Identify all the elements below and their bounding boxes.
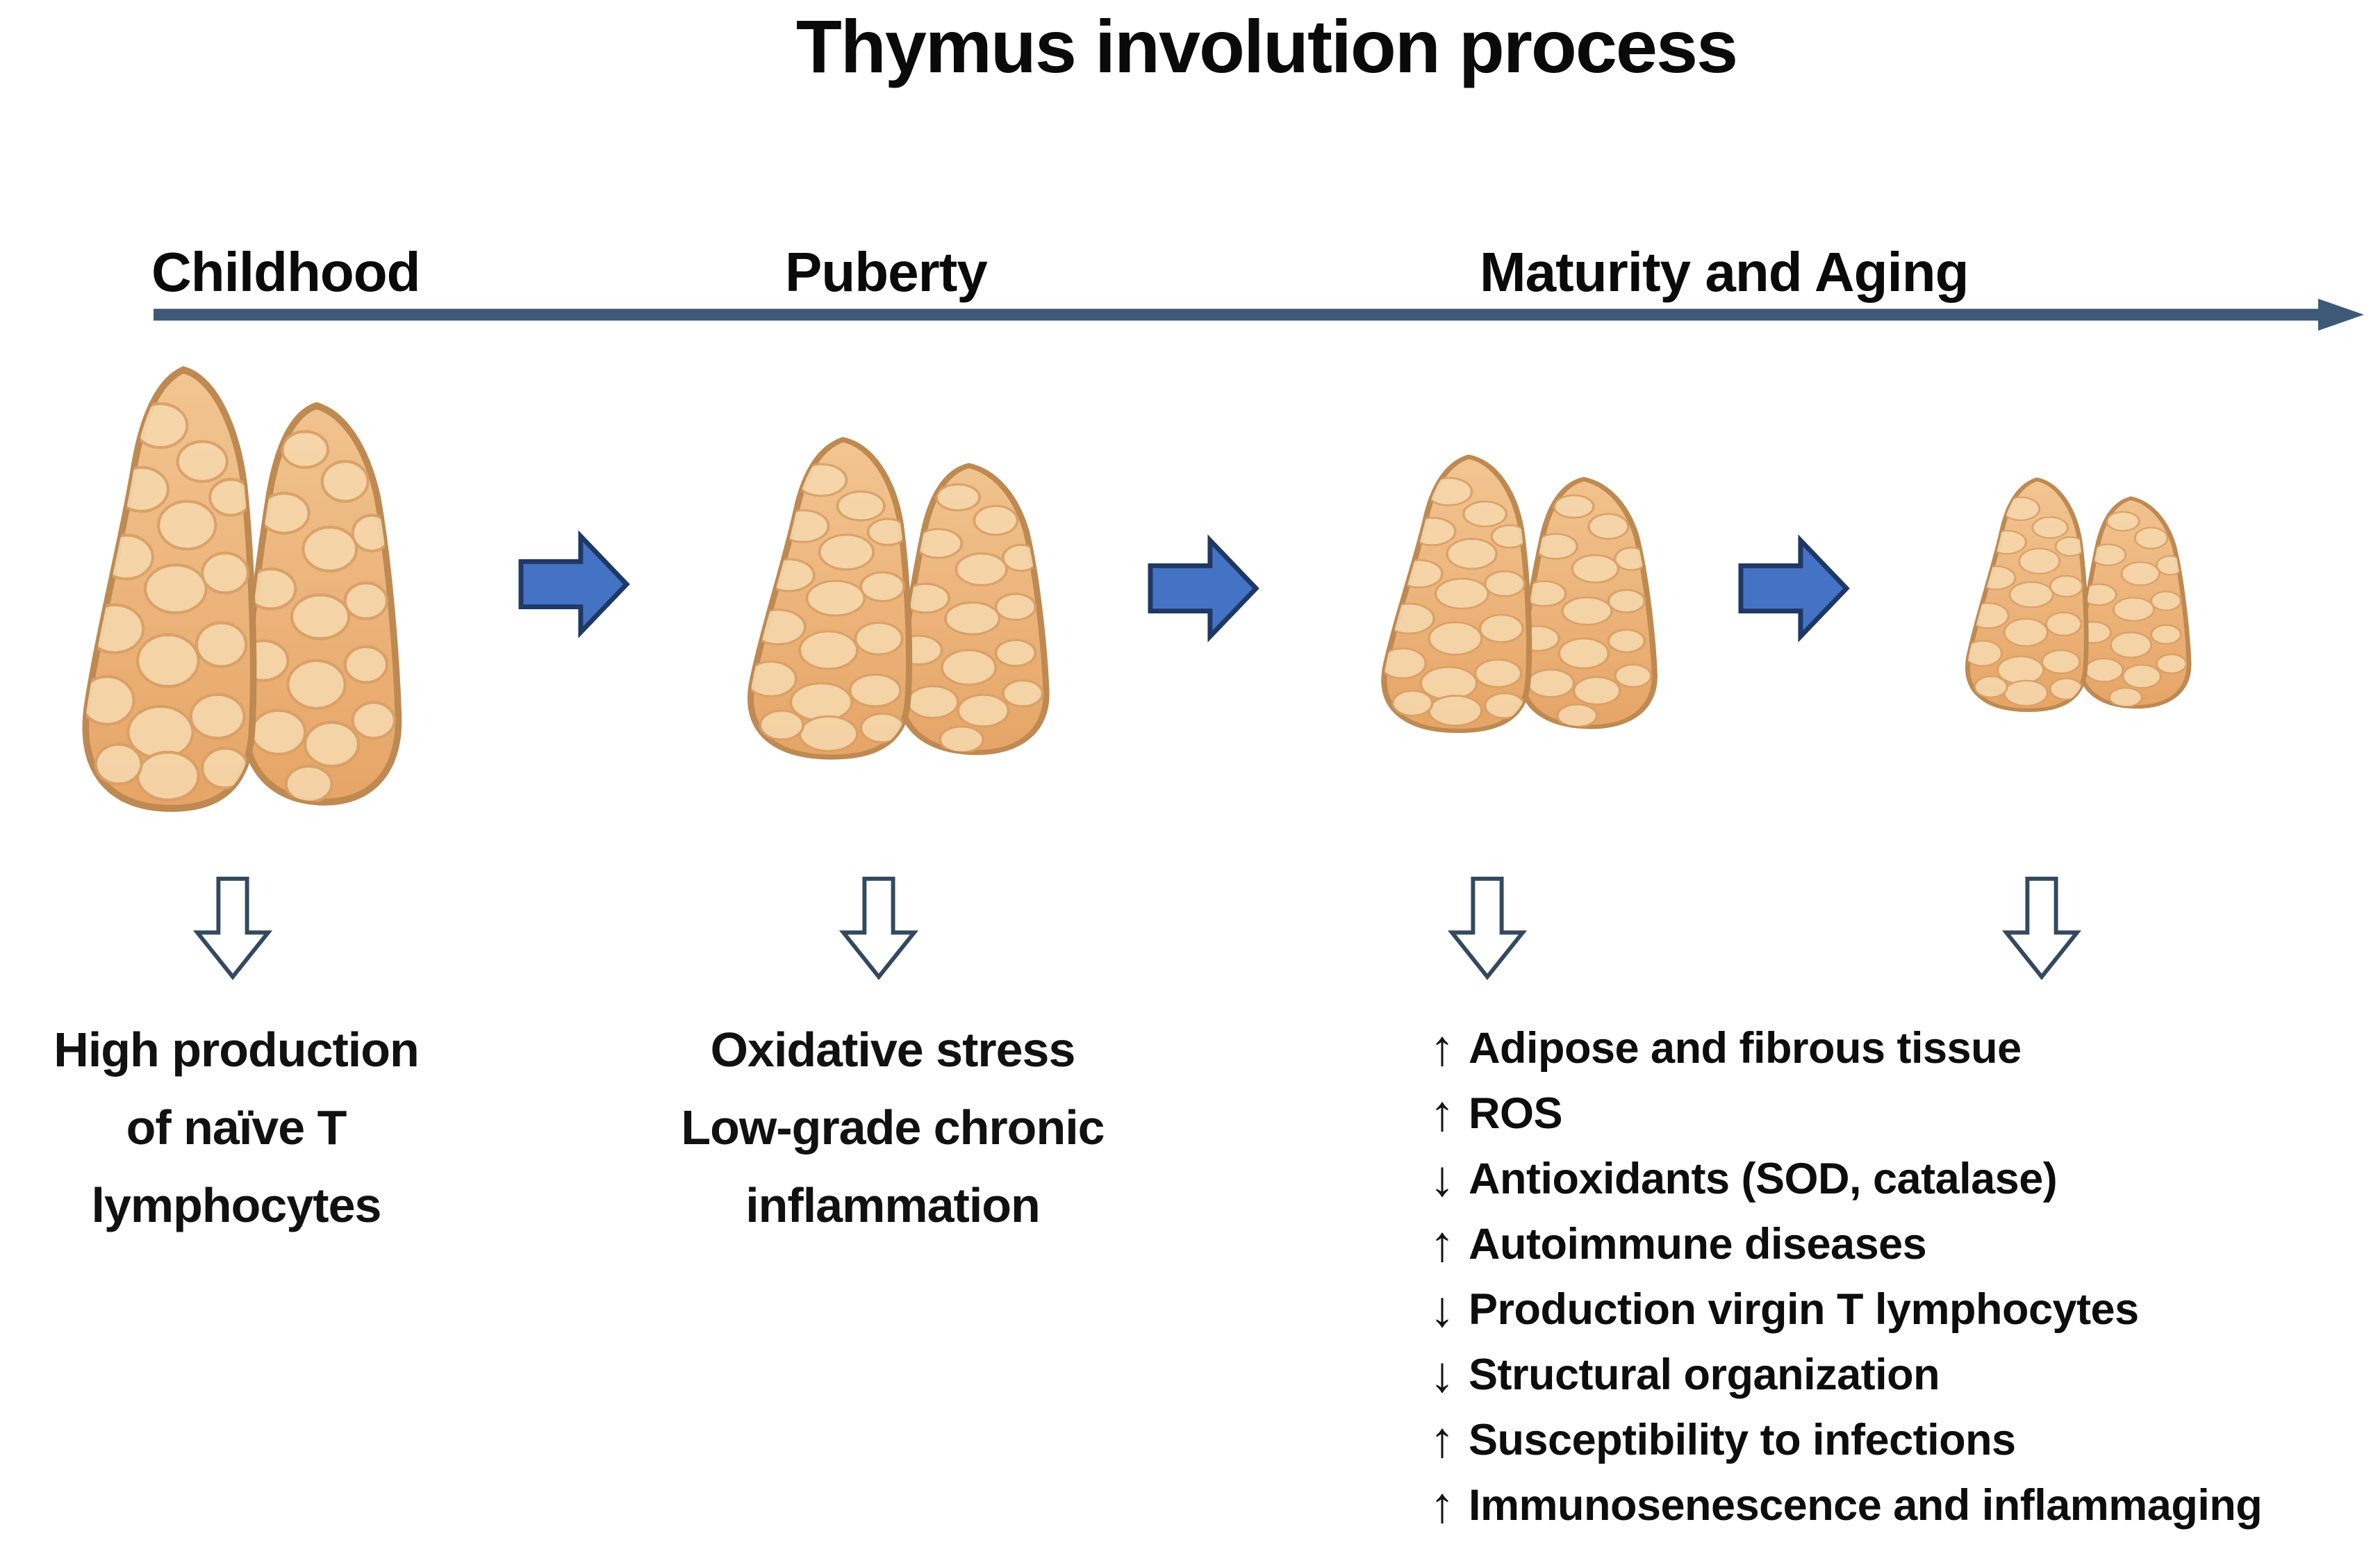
caption-line: Oxidative stress	[710, 1023, 1076, 1077]
thymus-icon-childhood	[50, 346, 431, 824]
down-arrow-glyph: ↓	[1430, 1347, 1455, 1403]
effect-text: Structural organization	[1469, 1350, 1940, 1399]
caption-line: lymphocytes	[91, 1178, 382, 1232]
down-arrow-icon-4	[2001, 876, 2082, 980]
stage-label-puberty: Puberty	[785, 241, 988, 303]
down-arrow-glyph: ↓	[1430, 1282, 1455, 1337]
down-arrow-icon-2	[838, 876, 919, 980]
aging-effects-list: ↑ Adipose and fibrous tissue ↑ ROS ↓ Ant…	[1430, 1016, 2380, 1538]
stage-label-maturity-aging: Maturity and Aging	[1480, 241, 1969, 303]
effect-text: Production virgin T lymphocytes	[1469, 1285, 2139, 1334]
effect-text: Adipose and fibrous tissue	[1469, 1024, 2022, 1073]
thymus-icon-maturity	[1353, 442, 1683, 741]
up-arrow-glyph: ↑	[1430, 1020, 1455, 1076]
right-arrow-icon-3	[1738, 534, 1850, 643]
down-arrow-icon-3	[1447, 876, 1528, 980]
page-title: Thymus involution process	[795, 4, 1738, 88]
right-arrow-icon-2	[1148, 534, 1259, 643]
effect-item: ↑ Adipose and fibrous tissue	[1430, 1016, 2380, 1081]
caption-puberty: Oxidative stress Low-grade chronic infla…	[594, 1011, 1191, 1244]
up-arrow-glyph: ↑	[1430, 1086, 1455, 1141]
effect-item: ↑ Autoimmune diseases	[1430, 1212, 2380, 1277]
up-arrow-glyph: ↑	[1430, 1478, 1455, 1533]
timeline-right-arrow-icon	[154, 299, 2364, 331]
caption-line: High production	[53, 1023, 419, 1077]
caption-line: inflammation	[745, 1178, 1041, 1232]
effect-item: ↑ Immunosenescence and inflammaging	[1430, 1473, 2380, 1538]
right-arrow-icon-1	[518, 530, 630, 638]
stage-label-childhood: Childhood	[151, 241, 420, 303]
caption-line: of naïve T	[126, 1100, 347, 1155]
effect-text: Immunosenescence and inflammaging	[1469, 1481, 2263, 1530]
down-arrow-glyph: ↓	[1430, 1151, 1455, 1207]
effect-item: ↑ ROS	[1430, 1081, 2380, 1146]
thymus-icon-aging	[1942, 467, 2212, 718]
down-arrow-icon-1	[192, 876, 273, 980]
effect-item: ↓ Antioxidants (SOD, catalase)	[1430, 1146, 2380, 1212]
up-arrow-glyph: ↑	[1430, 1216, 1455, 1272]
up-arrow-glyph: ↑	[1430, 1412, 1455, 1468]
caption-childhood: High production of naïve T lymphocytes	[10, 1011, 462, 1244]
thymus-icon-puberty	[717, 422, 1077, 768]
effect-item: ↓ Production virgin T lymphocytes	[1430, 1277, 2380, 1342]
effect-text: ROS	[1469, 1089, 1563, 1138]
effect-text: Antioxidants (SOD, catalase)	[1469, 1155, 2058, 1203]
effect-text: Susceptibility to infections	[1469, 1416, 2016, 1464]
effect-text: Autoimmune diseases	[1469, 1220, 1927, 1268]
effect-item: ↑ Susceptibility to infections	[1430, 1407, 2380, 1473]
effect-item: ↓ Structural organization	[1430, 1342, 2380, 1407]
caption-line: Low-grade chronic	[681, 1100, 1105, 1155]
